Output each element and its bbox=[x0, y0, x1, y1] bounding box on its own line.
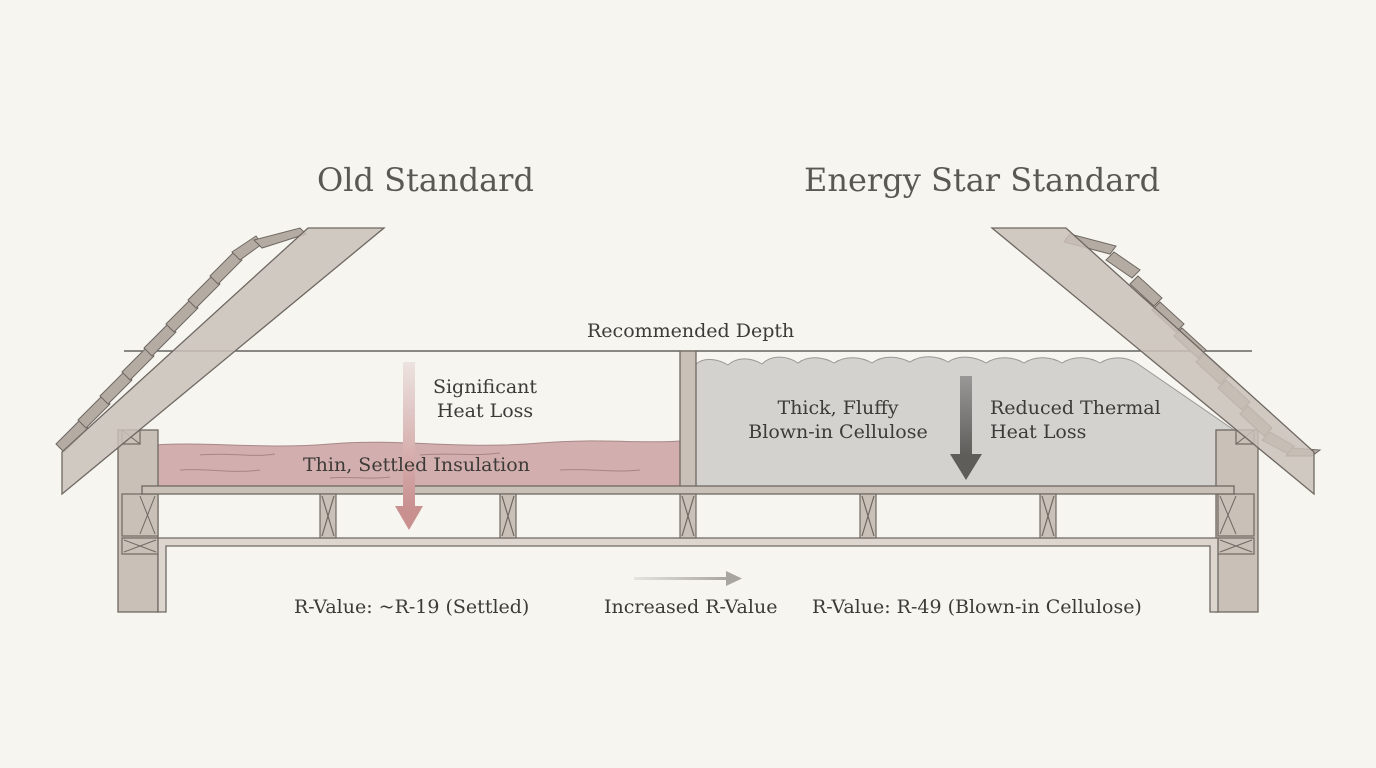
right-arrow-icon bbox=[634, 571, 742, 586]
ceiling-joist bbox=[141, 485, 1235, 495]
left-roof-shingles bbox=[55, 227, 307, 453]
reduced-heat-loss-label: Reduced Thermal Heat Loss bbox=[990, 397, 1161, 443]
ceiling-board bbox=[157, 537, 1219, 613]
r-value-right-label: R-Value: R-49 (Blown-in Cellulose) bbox=[812, 596, 1142, 618]
left-rafter bbox=[61, 227, 386, 496]
thin-insulation-label: Thin, Settled Insulation bbox=[303, 454, 530, 476]
old-insulation-texture bbox=[179, 452, 641, 479]
significant-heat-loss-label: Significant Heat Loss bbox=[432, 376, 538, 422]
energy-star-standard-title: Energy Star Standard bbox=[804, 161, 1161, 199]
recommended-depth-label: Recommended Depth bbox=[587, 320, 795, 342]
down-arrow-icon bbox=[950, 376, 982, 480]
r-value-left-label: R-Value: ~R-19 (Settled) bbox=[294, 596, 530, 618]
center-stud bbox=[679, 350, 697, 492]
old-standard-title: Old Standard bbox=[317, 161, 534, 199]
down-arrow-icon bbox=[395, 362, 423, 530]
right-rafter bbox=[990, 227, 1315, 496]
thick-insulation-label: Thick, Fluffy Blown-in Cellulose bbox=[748, 397, 928, 443]
joist-blocking bbox=[319, 493, 1057, 539]
increased-r-value-label: Increased R-Value bbox=[604, 596, 778, 618]
